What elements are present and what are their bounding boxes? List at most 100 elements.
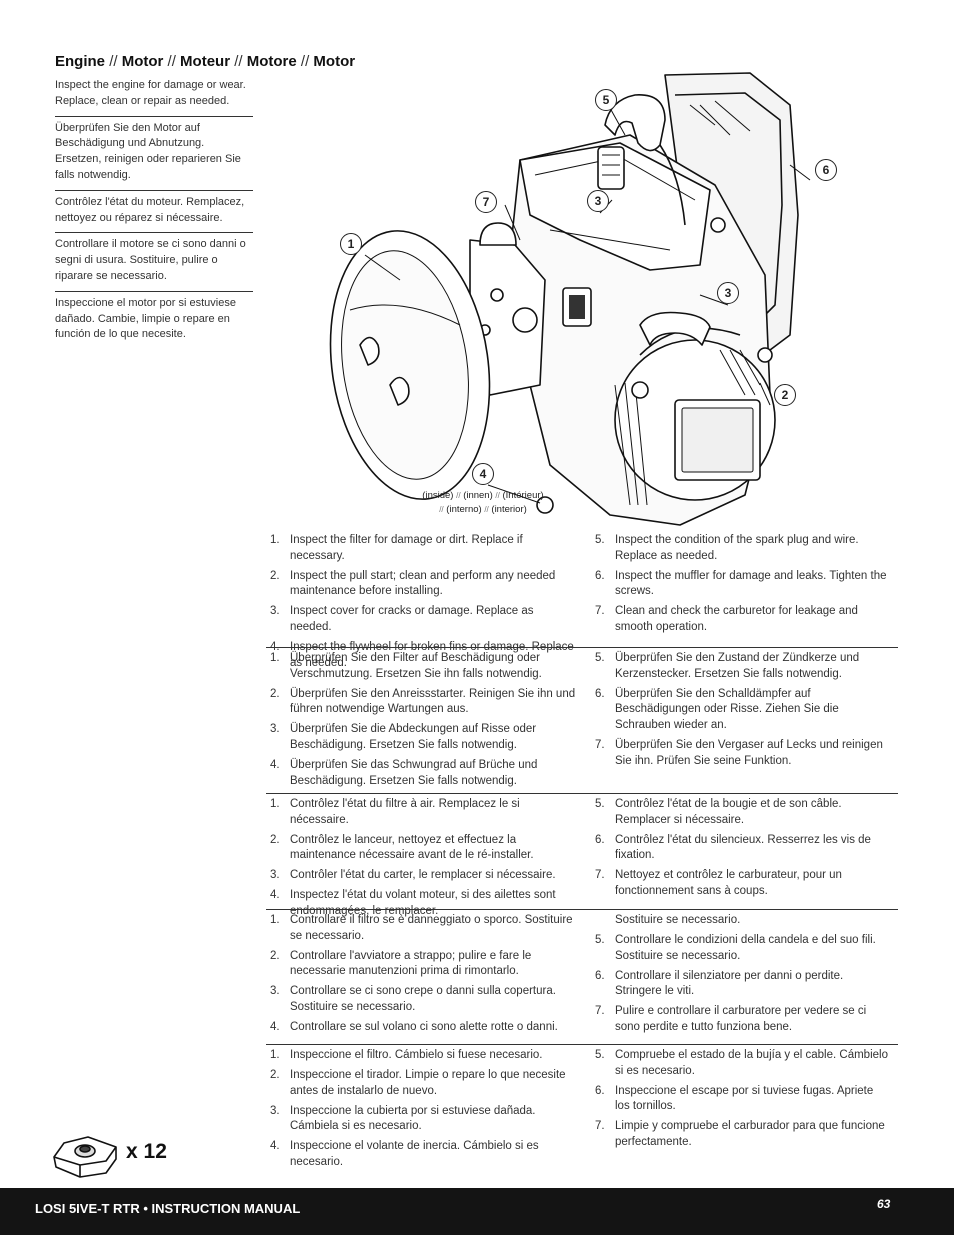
instruction-item: 1.Contrôlez l'état du filtre à air. Remp… bbox=[266, 797, 578, 828]
instructions-it: 1.Controllare il filtro se è danneggiato… bbox=[266, 909, 898, 1033]
instruction-number: 3. bbox=[270, 723, 280, 736]
title-separator: // bbox=[109, 53, 118, 70]
instruction-item: 5. Contrôlez l'état de la bougie et de so… bbox=[591, 797, 891, 828]
caption-separator: // bbox=[439, 505, 444, 514]
instruction-item: 6.Inspect the muffler for damage and lea… bbox=[591, 569, 891, 600]
instruction-column-left: 1. Contrôlez l'état du filtre à air. Remp… bbox=[266, 797, 578, 924]
instruction-number: 1. bbox=[270, 1049, 280, 1061]
callout-1: 1 bbox=[340, 233, 362, 255]
instruction-item: 4.Inspeccione el volante de inercia. Cám… bbox=[266, 1139, 578, 1170]
callout-6: 6 bbox=[815, 159, 837, 181]
instruction-number: 1. bbox=[270, 652, 280, 664]
instruction-column-right: 5. Contrôlez l'état de la bougie et de so… bbox=[591, 797, 891, 904]
instruction-item: 6. Inspeccione el escape por si tuviese f… bbox=[591, 1084, 891, 1115]
instruction-text: Controllare l'avviatore a strappo; pulir… bbox=[290, 949, 532, 978]
instruction-number: 6. bbox=[595, 969, 605, 982]
instruction-number: 2. bbox=[270, 687, 280, 700]
instruction-column-left: 1. Überprüfen Sie den Filter auf Beschädi… bbox=[266, 651, 578, 794]
instruction-item: 3. Überprüfen Sie die Abdeckungen auf Ris… bbox=[266, 722, 578, 753]
instruction-item: 5. Inspect the condition of the spark plu… bbox=[591, 533, 891, 564]
instruction-number: 3. bbox=[270, 1104, 280, 1117]
instruction-text: Contrôlez l'état du silencieux. Resserre… bbox=[615, 833, 871, 862]
caption-de: (innen) bbox=[463, 490, 493, 501]
instruction-item: 7. Limpie y compruebe el carburador para … bbox=[591, 1119, 891, 1150]
instruction-number: 6. bbox=[595, 1084, 605, 1097]
instruction-text: Contrôlez le lanceur, nettoyez et effect… bbox=[290, 833, 534, 862]
instruction-text: Inspect cover for cracks or damage. Repl… bbox=[290, 605, 534, 633]
title-separator: // bbox=[167, 53, 176, 70]
callout-3: 3 bbox=[587, 190, 609, 212]
instruction-text: Inspeccione el tirador. Limpie o repare … bbox=[290, 1069, 566, 1097]
instruction-column-right: 5. Inspect the condition of the spark plu… bbox=[591, 533, 891, 640]
instruction-item: 3.Inspect cover for cracks or damage. Re… bbox=[266, 604, 578, 635]
instruction-text: Inspeccione el escape por si tuviese fug… bbox=[615, 1084, 874, 1113]
instruction-column-left: 1. Inspect the filter for damage or dirt.… bbox=[266, 533, 578, 676]
callout-3b: 3 bbox=[717, 282, 739, 304]
instruction-text: Überprüfen Sie den Filter auf Beschädigu… bbox=[290, 652, 542, 680]
instruction-item: 4.Inspectez l'état du volant moteur, si … bbox=[266, 888, 578, 919]
instruction-number: 2. bbox=[270, 949, 280, 962]
instruction-item: 5. Compruebe el estado de la bujía y el c… bbox=[591, 1048, 891, 1079]
instruction-text: Contrôler l'état du carter, le remplacer… bbox=[290, 869, 556, 882]
caption-fr: (Intérieur) bbox=[502, 490, 544, 501]
instruction-text: Überprüfen Sie den Anreissstarter. Reini… bbox=[290, 687, 576, 716]
title-separator: // bbox=[234, 53, 243, 70]
instruction-item: 2. Inspeccione el tirador. Limpie o repar… bbox=[266, 1068, 578, 1099]
instruction-item: 7.Nettoyez et contrôlez le carburateur, … bbox=[591, 868, 891, 899]
instruction-text: Compruebe el estado de la bujía y el cab… bbox=[615, 1049, 888, 1077]
instruction-text: Limpie y compruebe el carburador para qu… bbox=[615, 1120, 885, 1148]
instruction-text: Contrôlez l'état de la bougie et de son … bbox=[615, 798, 842, 826]
instruction-text: Inspect the condition of the spark plug … bbox=[615, 534, 859, 562]
instruction-number: 7. bbox=[595, 1005, 605, 1018]
instruction-text: Überprüfen Sie den Schalldämpfer auf Bes… bbox=[615, 687, 839, 731]
instruction-item: 7.Clean and check the carburetor for lea… bbox=[591, 604, 891, 635]
instruction-number: 4. bbox=[270, 759, 280, 772]
instruction-number: 7. bbox=[595, 738, 605, 751]
instruction-number: 6. bbox=[595, 569, 605, 582]
instruction-text: Überprüfen Sie die Abdeckungen auf Risse… bbox=[290, 723, 537, 751]
lock-nut-icon bbox=[53, 1136, 117, 1178]
instructions-fr: 1.Contrôlez l'état du filtre à air. Remp… bbox=[266, 793, 898, 917]
instruction-text: Inspeccione la cubierta por si estuviese… bbox=[290, 1104, 536, 1133]
callout-2: 2 bbox=[774, 384, 796, 406]
instruction-number: 6. bbox=[595, 687, 605, 700]
title-en: Engine bbox=[55, 53, 106, 70]
title-it: Motore bbox=[246, 53, 297, 70]
instruction-number: 5. bbox=[595, 934, 605, 947]
instruction-number: 3. bbox=[270, 869, 280, 882]
title-de: Motor bbox=[121, 53, 164, 70]
instruction-number: 1. bbox=[270, 914, 280, 926]
instructions-de: 1. Überprüfen Sie den Filter auf Beschädi… bbox=[266, 647, 898, 787]
instruction-item: 3.Controllare se ci sono crepe o danni s… bbox=[266, 984, 578, 1015]
instruction-item: 3. Inspeccione la cubierta por si estuvie… bbox=[266, 1104, 578, 1135]
callout-5: 5 bbox=[595, 89, 617, 111]
instruction-number: 7. bbox=[595, 1120, 605, 1133]
instruction-text: Inspect the filter for damage or dirt. R… bbox=[290, 534, 523, 562]
instruction-text: Controllare il silenziatore per danni o … bbox=[615, 969, 844, 998]
instruction-text: Sostituire se necessario. bbox=[615, 914, 741, 926]
instruction-text: Überprüfen Sie den Zustand der Zündkerze… bbox=[615, 652, 860, 680]
caption-separator: // bbox=[495, 491, 500, 500]
instruction-item: 1.Controllare il filtro se è danneggiato… bbox=[266, 913, 578, 944]
instruction-item: 2.Inspect the pull start; clean and perf… bbox=[266, 569, 578, 600]
instruction-number: 5. bbox=[595, 1049, 605, 1061]
instruction-number: 5. bbox=[595, 798, 605, 810]
instruction-number: 2. bbox=[270, 1069, 280, 1082]
instruction-number: 4. bbox=[270, 889, 280, 902]
instruction-number: 2. bbox=[270, 569, 280, 582]
instruction-column-left: 1.Inspeccione el filtro. Cámbielo si fue… bbox=[266, 1048, 578, 1175]
instruction-text: Überprüfen Sie das Schwungrad auf Brüche… bbox=[290, 759, 538, 787]
intro-it: Controllare il motore se ci sono danni o… bbox=[55, 232, 253, 290]
instruction-item: 6. Überprüfen Sie den Schalldämpfer auf B… bbox=[591, 687, 891, 734]
instruction-item: 6. Controllare il silenziatore per danni … bbox=[591, 969, 891, 1000]
instruction-text: Clean and check the carburetor for leaka… bbox=[615, 605, 858, 633]
instruction-text: Contrôlez l'état du filtre à air. Rempla… bbox=[290, 798, 520, 826]
instruction-text: Controllare se ci sono crepe o danni sul… bbox=[290, 985, 556, 1013]
title-es: Motor bbox=[313, 53, 356, 70]
section-title: Engine // Motor // Moteur // Motore // M… bbox=[55, 53, 355, 70]
title-separator: // bbox=[300, 53, 310, 70]
instruction-text: Überprüfen Sie den Vergaser auf Lecks un… bbox=[615, 738, 883, 767]
instruction-item: 7.Pulire e controllare il carburatore pe… bbox=[591, 1004, 891, 1035]
instruction-number: 5. bbox=[595, 534, 605, 546]
instruction-item: 3. Contrôler l'état du carter, le remplac… bbox=[266, 868, 578, 884]
